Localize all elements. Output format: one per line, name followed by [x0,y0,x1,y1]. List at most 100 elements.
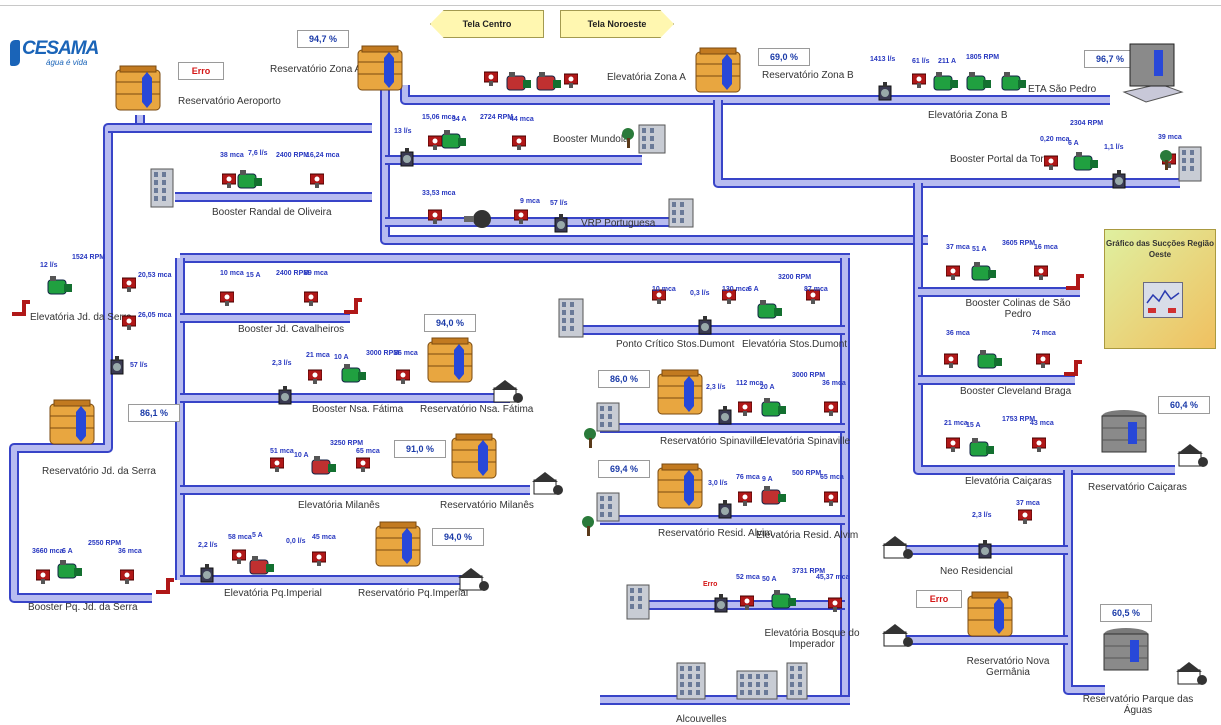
reservoir-icon[interactable] [374,520,426,572]
nav-tela-noroeste-button[interactable]: Tela Noroeste [560,10,674,38]
house-icon [530,470,564,496]
steel-reservoir-icon[interactable] [1098,408,1152,458]
reservoir-icon[interactable] [114,64,166,116]
pressure-gauge-icon[interactable] [119,568,135,584]
pressure-gauge-icon[interactable] [219,290,235,306]
telemetry-value: 3000 RPM [366,350,400,357]
pressure-gauge-icon[interactable] [121,314,137,330]
valve-icon[interactable] [552,214,570,236]
pump-icon[interactable] [760,486,790,508]
pump-icon[interactable] [976,350,1006,372]
telemetry-value: 57 l/s [550,200,568,207]
pressure-gauge-icon[interactable] [355,456,371,472]
level-readout: 94,0 % [432,528,484,546]
pressure-gauge-icon[interactable] [737,400,753,416]
suction-chart-label: Gráfico das Sucções Região Oeste [1105,239,1215,259]
pump-icon[interactable] [965,72,995,94]
pump-icon[interactable] [56,560,86,582]
pump-icon[interactable] [1000,72,1030,94]
valve-icon[interactable] [276,386,294,408]
pump-icon[interactable] [760,398,790,420]
pressure-gauge-icon[interactable] [303,290,319,306]
pump-icon[interactable] [340,364,370,386]
pressure-gauge-icon[interactable] [739,594,755,610]
valve-icon[interactable] [716,406,734,428]
pressure-gauge-icon[interactable] [945,264,961,280]
reservoir-icon[interactable] [656,462,708,514]
pressure-gauge-icon[interactable] [35,568,51,584]
suction-chart-button[interactable]: Gráfico das Sucções Região Oeste [1104,229,1216,349]
pump-icon[interactable] [505,72,535,94]
pump-icon[interactable] [310,456,340,478]
pump-icon[interactable] [970,262,1000,284]
pressure-gauge-icon[interactable] [651,288,667,304]
telemetry-value: 5 A [252,532,263,539]
pressure-gauge-icon[interactable] [1017,508,1033,524]
valve-icon[interactable] [876,82,894,104]
pressure-gauge-icon[interactable] [737,490,753,506]
reservoir-icon[interactable] [450,432,502,484]
pressure-gauge-icon[interactable] [511,134,527,150]
valve-icon[interactable] [712,594,730,616]
pressure-gauge-icon[interactable] [1035,352,1051,368]
pump-icon[interactable] [248,556,278,578]
pressure-gauge-icon[interactable] [309,172,325,188]
valve-icon[interactable] [198,564,216,586]
pressure-gauge-icon[interactable] [221,172,237,188]
level-readout: 91,0 % [394,440,446,458]
pressure-gauge-icon[interactable] [269,456,285,472]
valve-icon[interactable] [716,500,734,522]
pressure-gauge-icon[interactable] [945,436,961,452]
reservoir-icon[interactable] [966,590,1018,642]
pressure-gauge-icon[interactable] [483,70,499,86]
valve-icon[interactable] [696,316,714,338]
pressure-gauge-icon[interactable] [943,352,959,368]
pump-icon[interactable] [932,72,962,94]
reservoir-icon[interactable] [356,44,408,96]
reservoir-icon[interactable] [694,46,746,98]
pump-icon[interactable] [968,438,998,460]
telemetry-value: 1805 RPM [966,54,1000,61]
pressure-gauge-icon[interactable] [1031,436,1047,452]
pressure-gauge-icon[interactable] [823,400,839,416]
station-label: Booster Pq. Jd. da Serra [28,602,138,613]
pump-icon[interactable] [535,72,565,94]
pressure-gauge-icon[interactable] [395,368,411,384]
pressure-gauge-icon[interactable] [307,368,323,384]
telemetry-value: 130 mca [722,286,750,293]
reservoir-icon[interactable] [426,336,478,388]
telemetry-value: 89 mca [304,270,328,277]
pressure-gauge-icon[interactable] [427,208,443,224]
valve-icon[interactable] [108,356,126,378]
pump-icon[interactable] [236,170,266,192]
building-icon [638,124,666,154]
valve-icon[interactable] [976,540,994,562]
pressure-gauge-icon[interactable] [231,548,247,564]
valve-icon[interactable] [398,148,416,170]
pump-icon[interactable] [756,300,786,322]
pressure-gauge-icon[interactable] [121,276,137,292]
pump-icon[interactable] [770,590,800,612]
pressure-gauge-icon[interactable] [513,208,529,224]
reservoir-icon[interactable] [48,398,100,450]
pressure-gauge-icon[interactable] [563,72,579,88]
pump-icon[interactable] [46,276,76,298]
pump-icon[interactable] [1072,152,1102,174]
pressure-gauge-icon[interactable] [823,490,839,506]
pump-icon[interactable] [440,130,470,152]
steel-reservoir-icon[interactable] [1100,626,1154,676]
eta-plant-icon[interactable] [1120,40,1184,108]
pressure-gauge-icon[interactable] [427,134,443,150]
station-label: Alcouvelles [676,714,727,725]
nav-tela-centro-button[interactable]: Tela Centro [430,10,544,38]
telemetry-value: 7,6 l/s [248,150,268,157]
pressure-gauge-icon[interactable] [311,550,327,566]
valve-icon[interactable] [1110,170,1128,192]
pressure-gauge-icon[interactable] [1033,264,1049,280]
pipe-outlet-icon [342,296,364,316]
reservoir-icon[interactable] [656,368,708,420]
pressure-valve-icon[interactable] [464,208,500,230]
pressure-gauge-icon[interactable] [1043,154,1059,170]
pressure-gauge-icon[interactable] [827,596,843,612]
pressure-gauge-icon[interactable] [911,72,927,88]
